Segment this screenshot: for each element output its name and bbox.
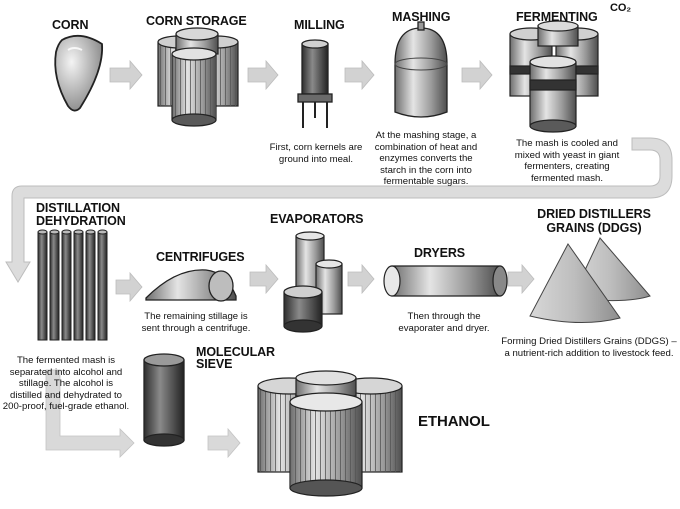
label-milling: MILLING — [294, 18, 345, 32]
corn-kernel-graphic — [54, 34, 104, 112]
milling-graphic — [297, 39, 333, 128]
label-corn: CORN — [52, 18, 89, 32]
distillation-column — [73, 231, 84, 341]
distillation-column-top — [85, 229, 96, 235]
corn-storage-graphic — [157, 27, 239, 127]
label-fermenting: FERMENTING — [516, 10, 598, 24]
caption-dryers: Then through the evaporater and dryer. — [398, 311, 490, 334]
label-distillation: DISTILLATION — [36, 201, 120, 215]
label-ddgs: DRIED DISTILLERS GRAINS (DDGS) — [537, 207, 651, 235]
mashing-graphic — [394, 21, 448, 118]
arrow-row1 — [109, 59, 493, 91]
label-evaporators: EVAPORATORS — [270, 212, 364, 226]
distillation-column — [97, 231, 108, 341]
distillation-column — [49, 231, 60, 341]
distillation-column-top — [97, 229, 108, 235]
caption-centrifuges: The remaining stillage is sent through a… — [141, 311, 251, 334]
fermenting-graphic — [509, 20, 599, 133]
ddgs-graphic — [529, 237, 651, 323]
caption-milling: First, corn kernels are ground into meal… — [269, 142, 363, 165]
distillation-column — [37, 231, 48, 341]
label-centrifuges: CENTRIFUGES — [156, 250, 245, 264]
distillation-column-top — [37, 229, 48, 235]
caption-ddgs: Forming Dried Distillers Grains (DDGS) –… — [501, 336, 677, 359]
arrow-row2 — [115, 263, 535, 303]
label-dehydration: DEHYDRATION — [36, 214, 126, 228]
caption-fermenting: The mash is cooled and mixed with yeast … — [514, 138, 620, 184]
distillation-graphic — [37, 229, 108, 341]
label-ethanol: ETHANOL — [418, 413, 490, 430]
distillation-column-top — [73, 229, 84, 235]
distillation-column — [85, 231, 96, 341]
ethanol-tanks-graphic — [257, 370, 403, 497]
evaporators-graphic — [283, 231, 343, 333]
distillation-column — [61, 231, 72, 341]
flow-pipe — [5, 137, 673, 283]
label-corn-storage: CORN STORAGE — [146, 14, 247, 28]
label-molecular-sieve: MOLECULAR SIEVE — [196, 345, 275, 371]
label-co2: CO₂ — [610, 2, 632, 14]
label-dryers: DRYERS — [414, 246, 466, 260]
dryer-graphic — [383, 265, 508, 297]
molecular-sieve-graphic — [143, 353, 185, 447]
distillation-column-top — [61, 229, 72, 235]
label-mashing: MASHING — [392, 10, 451, 24]
caption-mashing: At the mashing stage, a combination of h… — [374, 130, 478, 187]
distillation-column-top — [49, 229, 60, 235]
arrow-row3 — [45, 369, 241, 459]
centrifuge-graphic — [145, 269, 237, 302]
caption-distillation: The fermented mash is separated into alc… — [2, 355, 130, 412]
